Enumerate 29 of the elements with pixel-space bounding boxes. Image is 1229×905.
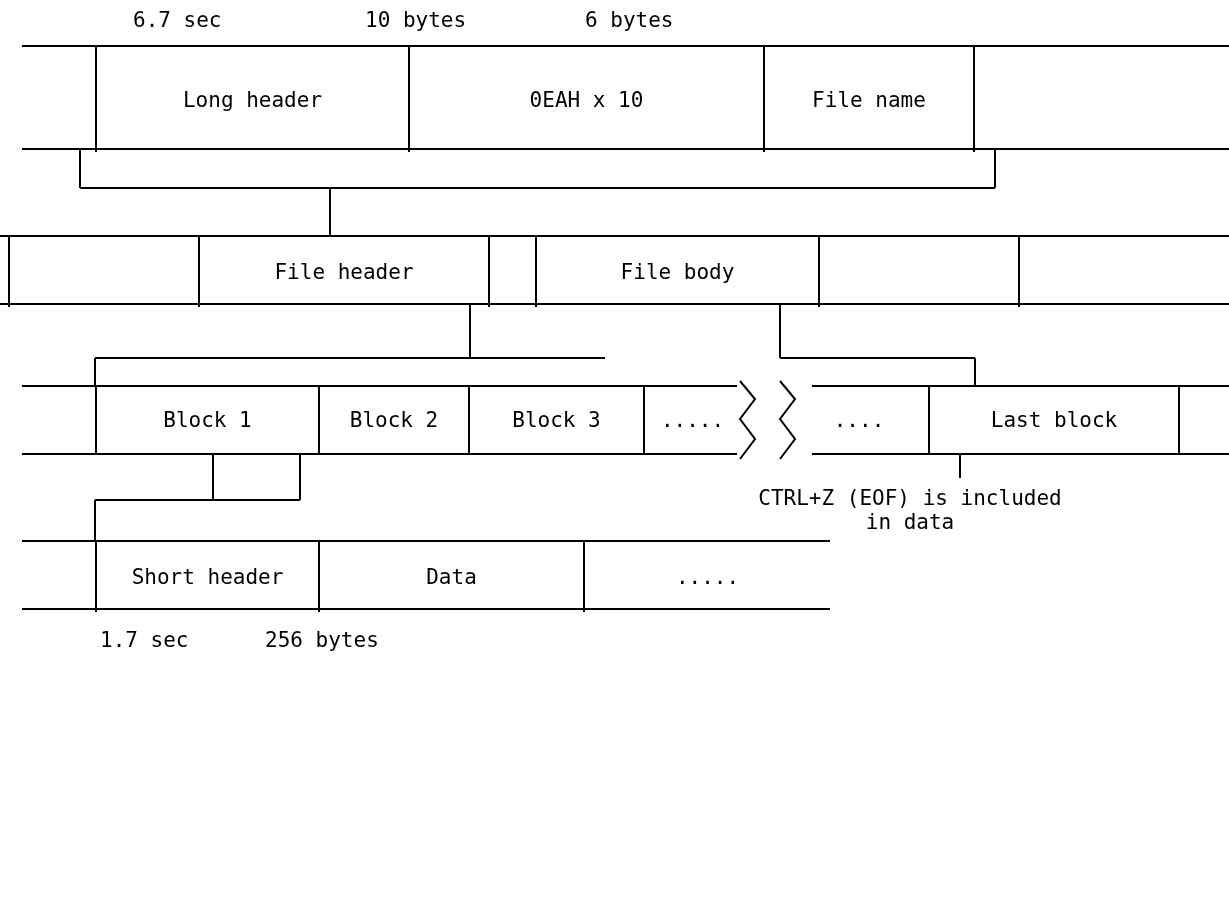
segment-label: Short header xyxy=(131,565,284,589)
segment-label: Long header xyxy=(182,87,323,112)
note-text: CTRL+Z (EOF) is included in data xyxy=(757,486,1063,534)
segment-label: Block 3 xyxy=(512,408,601,432)
dimension-text: 10 bytes xyxy=(365,8,467,32)
segment-label: Data xyxy=(426,565,477,589)
segment-label: File header xyxy=(274,260,414,284)
segment-label: .... xyxy=(833,408,885,432)
tape-band xyxy=(22,45,1229,150)
connector-line xyxy=(959,454,961,479)
connector-line xyxy=(94,454,301,541)
segment-label: File body xyxy=(620,260,735,284)
segment xyxy=(8,237,200,307)
segment-label: Block 2 xyxy=(349,408,439,432)
segment-label: ..... xyxy=(660,408,725,432)
connector-line xyxy=(79,149,996,236)
tape-band xyxy=(0,235,1229,305)
segment-label: ..... xyxy=(675,565,740,589)
segment-label: 0EAH x 10 xyxy=(529,87,644,112)
dimension-text: 6 bytes xyxy=(585,8,674,32)
dimension-text: 256 bytes xyxy=(265,628,379,652)
connector-line xyxy=(779,304,976,386)
segment-label: Block 1 xyxy=(163,408,252,432)
tape-band xyxy=(22,540,830,610)
segment-label: Last block xyxy=(990,408,1118,432)
segment-label: File name xyxy=(812,87,926,112)
dimension-text: 1.7 sec xyxy=(100,628,189,652)
connector-line xyxy=(94,304,606,386)
dimension-text: 6.7 sec xyxy=(133,8,222,32)
